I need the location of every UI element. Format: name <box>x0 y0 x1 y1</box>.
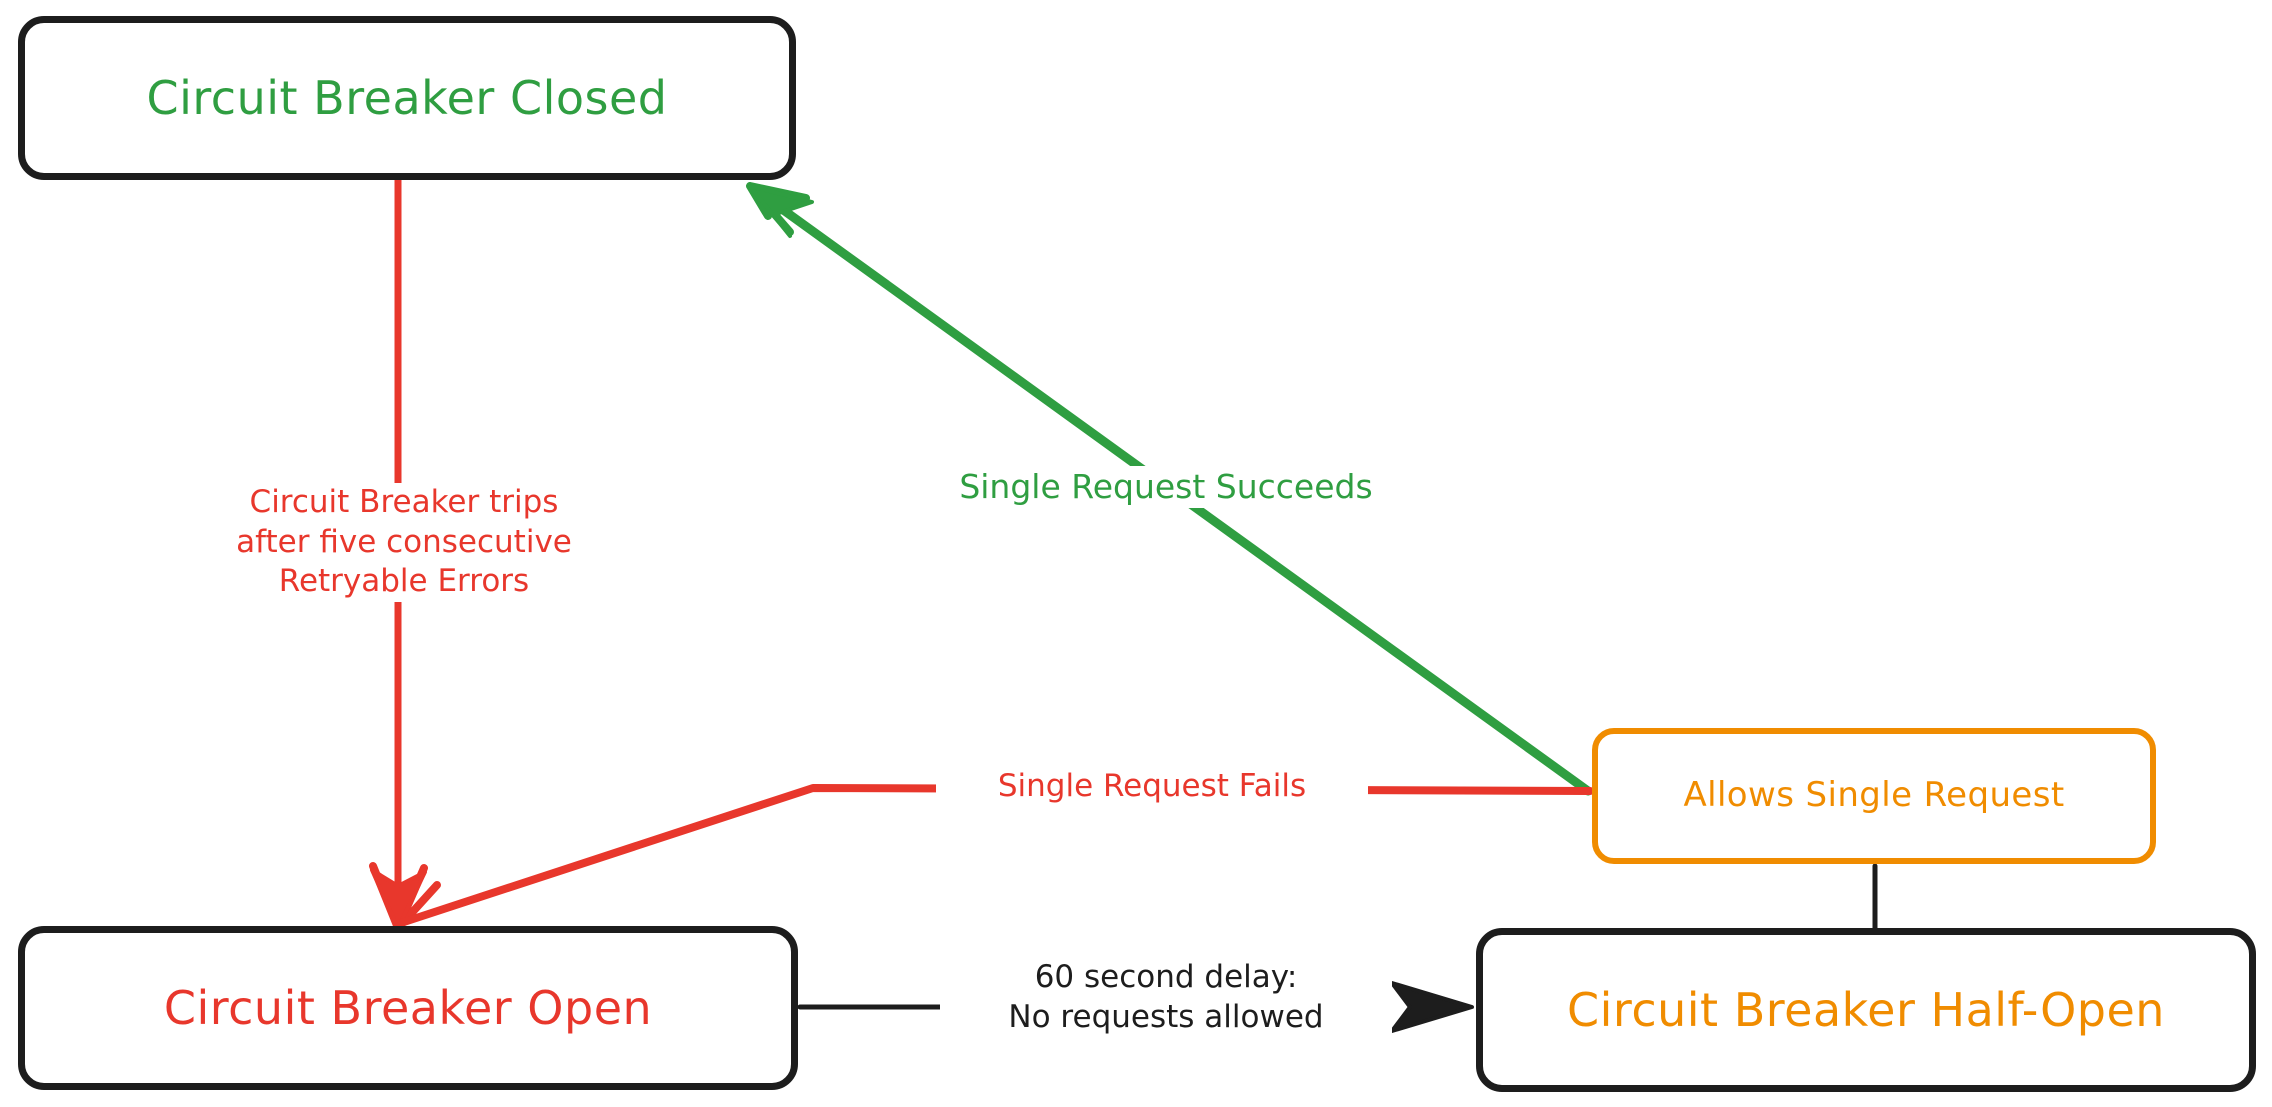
edge-label-line: Retryable Errors <box>278 563 530 600</box>
node-circuit-breaker-closed[interactable]: Circuit Breaker Closed <box>18 16 796 180</box>
edge-label-allows-to-closed: Single Request Succeeds <box>915 466 1417 509</box>
node-label-half-open: Circuit Breaker Half-Open <box>1567 982 2165 1037</box>
node-circuit-breaker-open[interactable]: Circuit Breaker Open <box>18 926 798 1090</box>
edge-label-line: Single Request Fails <box>997 768 1307 804</box>
node-label-closed: Circuit Breaker Closed <box>146 70 668 125</box>
node-label-open: Circuit Breaker Open <box>163 980 653 1035</box>
edge-allows-to-open <box>400 784 1594 926</box>
edge-label-allows-to-open: Single Request Fails <box>936 767 1368 807</box>
edge-label-line: Single Request Succeeds <box>959 467 1373 506</box>
edge-label-line: 60 second delay: <box>1034 959 1298 995</box>
node-allows-single-request[interactable]: Allows Single Request <box>1592 728 2156 864</box>
edge-label-line: Circuit Breaker trips <box>249 484 559 520</box>
node-circuit-breaker-half-open[interactable]: Circuit Breaker Half-Open <box>1476 928 2256 1092</box>
node-label-allows-single-request: Allows Single Request <box>1683 775 2065 816</box>
edge-label-line: after five consecutive <box>236 523 572 560</box>
edge-label-line: No requests allowed <box>1008 998 1324 1035</box>
edge-label-closed-to-open: Circuit Breaker trips after five consecu… <box>178 483 630 603</box>
edge-label-open-to-half-open: 60 second delay: No requests allowed <box>940 958 1392 1038</box>
